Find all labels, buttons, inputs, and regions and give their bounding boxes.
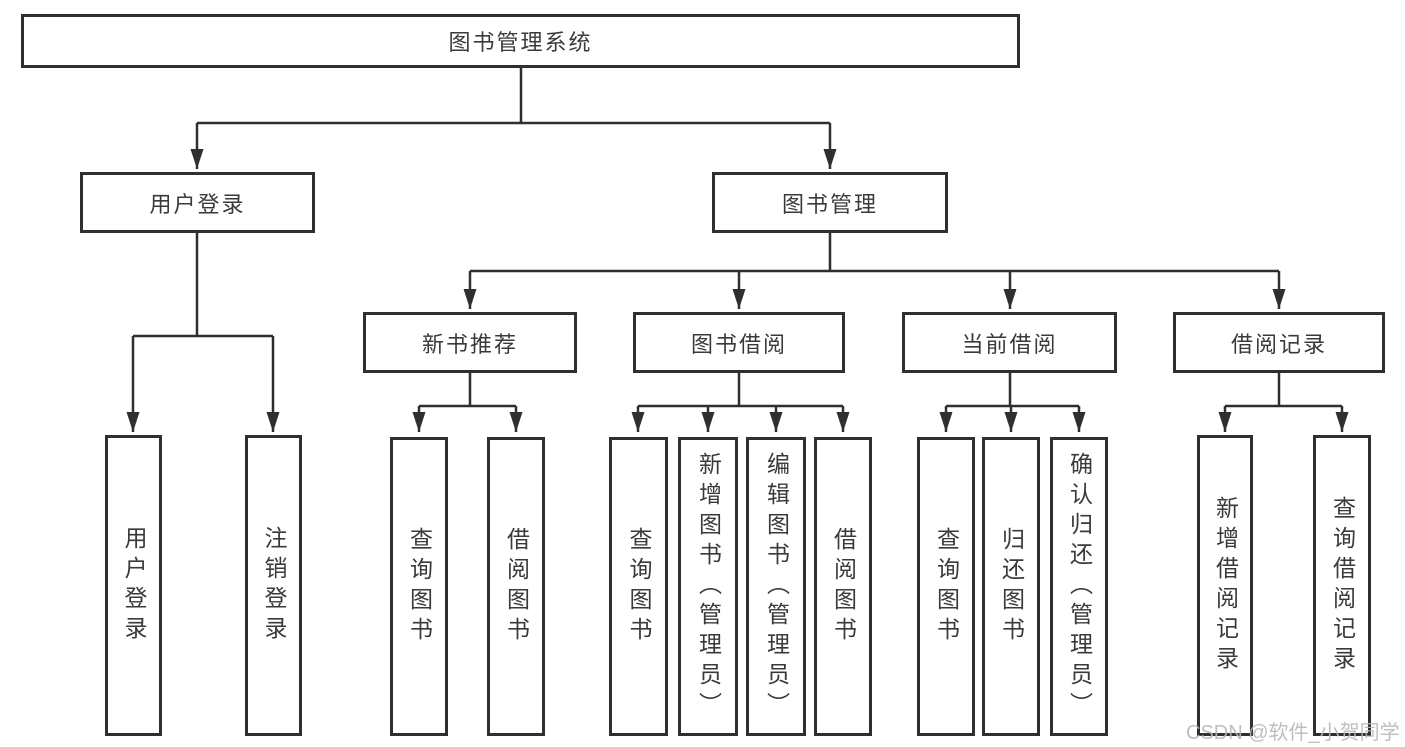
- node-new-book-recommend-label: 新书推荐: [421, 331, 518, 357]
- leaf-borrowing-add-books-admin-label: 新增图书（管理员）: [695, 451, 722, 722]
- leaf-records-add-record-label: 新增借阅记录: [1212, 495, 1239, 676]
- node-borrow-records: 借阅记录: [1173, 312, 1385, 373]
- leaf-current-confirm-return-admin: 确认归还（管理员）: [1050, 437, 1108, 736]
- leaf-current-return-books-label: 归还图书: [998, 526, 1025, 647]
- leaf-user-login: 用户登录: [105, 435, 162, 736]
- node-book-management-label: 图书管理: [781, 191, 878, 217]
- node-current-borrowing: 当前借阅: [902, 312, 1117, 373]
- leaf-current-query-books-label: 查询图书: [933, 526, 960, 647]
- leaf-borrowing-borrow-books: 借阅图书: [814, 437, 872, 736]
- leaf-current-confirm-return-admin-label: 确认归还（管理员）: [1066, 451, 1093, 722]
- leaf-borrowing-borrow-books-label: 借阅图书: [830, 526, 857, 647]
- node-new-book-recommend: 新书推荐: [363, 312, 577, 373]
- leaf-newrec-query-books-label: 查询图书: [406, 526, 433, 647]
- leaf-current-return-books: 归还图书: [982, 437, 1040, 736]
- node-user-login-label: 用户登录: [149, 191, 246, 217]
- csdn-watermark: CSDN @软件_小贺同学: [1186, 722, 1400, 744]
- leaf-borrowing-query-books-label: 查询图书: [626, 526, 652, 647]
- node-root-label: 图书管理系统: [448, 30, 593, 55]
- node-current-borrowing-label: 当前借阅: [961, 331, 1058, 357]
- leaf-logout-label: 注销登录: [261, 525, 287, 646]
- node-borrow-records-label: 借阅记录: [1230, 331, 1327, 357]
- node-root: 图书管理系统: [21, 14, 1020, 68]
- node-book-borrowing: 图书借阅: [633, 312, 845, 373]
- node-book-borrowing-label: 图书借阅: [690, 331, 787, 357]
- leaf-records-query-record: 查询借阅记录: [1313, 435, 1371, 736]
- leaf-borrowing-edit-books-admin-label: 编辑图书（管理员）: [763, 451, 790, 722]
- leaf-logout: 注销登录: [245, 435, 302, 736]
- node-book-management: 图书管理: [712, 172, 948, 233]
- leaf-borrowing-edit-books-admin: 编辑图书（管理员）: [746, 437, 806, 736]
- node-user-login: 用户登录: [80, 172, 315, 233]
- leaf-borrowing-query-books: 查询图书: [609, 437, 668, 736]
- leaf-newrec-borrow-books: 借阅图书: [487, 437, 545, 736]
- leaf-records-query-record-label: 查询借阅记录: [1329, 495, 1356, 676]
- leaf-current-query-books: 查询图书: [917, 437, 975, 736]
- leaf-records-add-record: 新增借阅记录: [1197, 435, 1253, 736]
- leaf-newrec-borrow-books-label: 借阅图书: [503, 526, 530, 647]
- leaf-newrec-query-books: 查询图书: [390, 437, 448, 736]
- leaf-borrowing-add-books-admin: 新增图书（管理员）: [678, 437, 738, 736]
- leaf-user-login-label: 用户登录: [121, 525, 147, 646]
